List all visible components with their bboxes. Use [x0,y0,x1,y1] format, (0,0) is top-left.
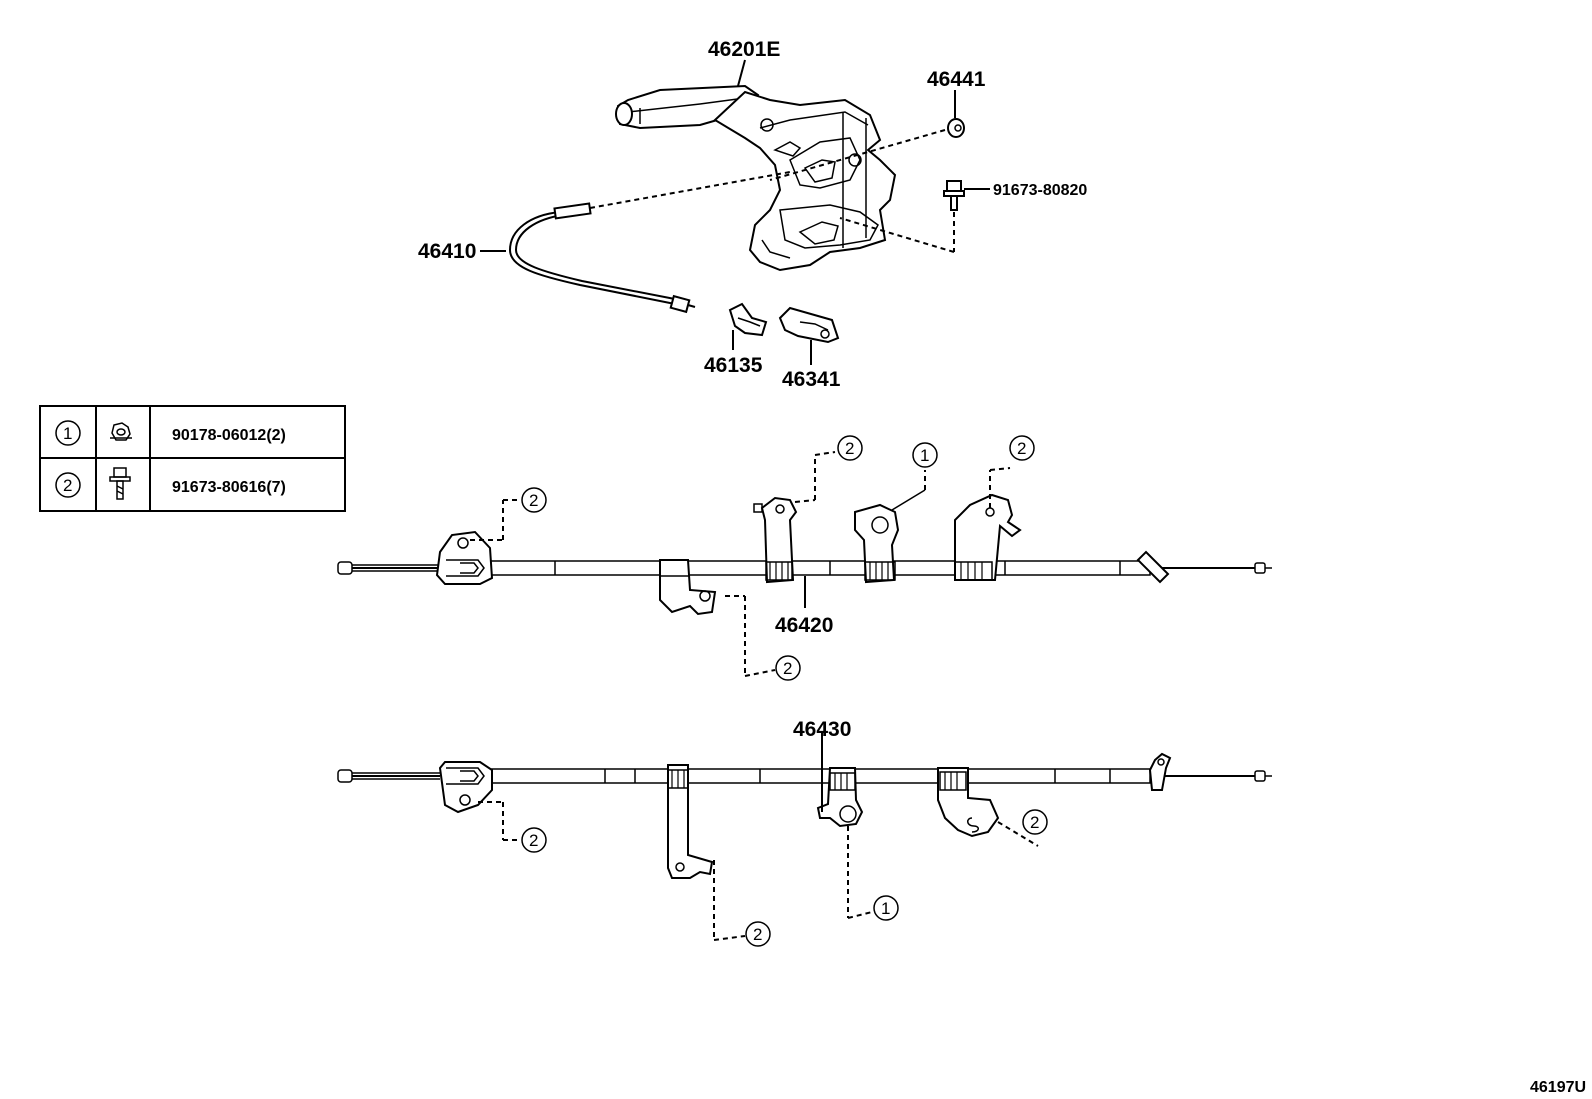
legend-ref-2: 2 [63,476,72,495]
rear-cable-46420: 2 2 2 46420 1 [337,435,1272,681]
bolt-91673-80820: 91673-80820 [839,180,1087,253]
legend-ref-1: 1 [63,424,72,443]
callout-2: 2 [1030,813,1039,832]
legend-part-2: 91673-80616(7) [172,479,286,496]
front-cable-46410: 46410 [418,171,791,314]
front-cable-part-number: 46410 [418,240,476,263]
bolt-part-number: 91673-80820 [993,182,1087,199]
rear-cable-lower-part-number: 46430 [793,718,851,741]
callout-2: 2 [845,439,854,458]
callout-1: 1 [920,446,929,465]
callout-1: 1 [881,899,890,918]
fastener-legend-table: 1 90178-06012(2) 2 91673-80616(7) [39,405,346,512]
clip-46135: 46135 [704,302,768,377]
clip-46341: 46341 [778,306,841,391]
callout-2: 2 [529,831,538,850]
bolt-icon [109,467,131,500]
callout-2: 2 [753,925,762,944]
nut-cap-46441: 46441 [769,68,986,181]
diagram-id: 46197U [1530,1079,1586,1096]
callout-2: 2 [783,659,792,678]
callout-2: 2 [529,491,538,510]
clip-a-part-number: 46135 [704,354,763,377]
lever-part-number: 46201E [708,38,780,61]
clip-b-part-number: 46341 [782,368,841,391]
nut-cap-part-number: 46441 [927,68,986,91]
nut-icon [110,422,132,441]
legend-part-1: 90178-06012(2) [172,427,286,444]
rear-cable-46430: 2 2 46430 1 2 [337,718,1272,947]
parking-brake-lever: 46201E [615,38,897,272]
rear-cable-upper-part-number: 46420 [775,614,833,637]
callout-2: 2 [1017,439,1026,458]
